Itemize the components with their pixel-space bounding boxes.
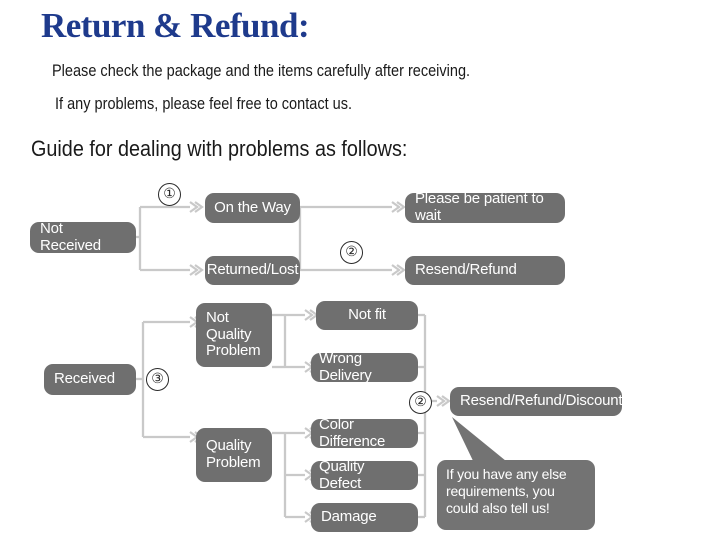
step-marker-2-top: ② <box>340 241 363 264</box>
intro-line-1: Please check the package and the items c… <box>52 62 471 80</box>
node-label: Returned/Lost <box>206 261 299 279</box>
step-marker-label: ① <box>163 187 176 202</box>
step-marker-2-bottom: ② <box>409 391 432 414</box>
node-color-difference[interactable]: Color Difference <box>311 415 418 450</box>
step-marker-label: ③ <box>151 372 164 387</box>
node-label: Quality Defect <box>319 457 365 492</box>
node-please-be-patient-to-wait[interactable]: Please be patient to wait <box>405 190 565 224</box>
node-resend-refund[interactable]: Resend/Refund <box>405 256 565 285</box>
node-damage[interactable]: Damage <box>311 503 418 532</box>
node-label: Wrong Delivery <box>319 349 372 384</box>
step-marker-label: ② <box>345 245 358 260</box>
intro-line-2: If any problems, please feel free to con… <box>55 95 353 113</box>
guide-heading: Guide for dealing with problems as follo… <box>31 136 408 161</box>
node-label: Color Difference <box>319 415 386 450</box>
node-not-received[interactable]: Not Received <box>30 219 136 254</box>
node-not-fit[interactable]: Not fit <box>316 301 418 330</box>
node-label: Received <box>54 370 115 388</box>
callout-bubble: If you have any else requirements, you c… <box>437 460 595 530</box>
node-quality-problem[interactable]: Quality Problem <box>196 428 272 482</box>
node-label: Please be patient to wait <box>415 190 544 224</box>
node-label: Not Quality Problem <box>206 308 261 360</box>
step-marker-3: ③ <box>146 368 169 391</box>
node-on-the-way[interactable]: On the Way <box>205 193 300 223</box>
page-title: Return & Refund: <box>41 6 310 45</box>
node-not-quality-problem[interactable]: Not Quality Problem <box>196 303 272 367</box>
node-wrong-delivery[interactable]: Wrong Delivery <box>311 349 418 384</box>
step-marker-1: ① <box>158 183 181 206</box>
step-marker-label: ② <box>414 395 427 410</box>
node-label: Resend/Refund <box>415 261 517 279</box>
node-label: Resend/Refund/Discount <box>460 392 623 410</box>
node-label: Not fit <box>348 306 386 324</box>
node-resend-refund-discount[interactable]: Resend/Refund/Discount <box>450 387 623 416</box>
node-received[interactable]: Received <box>44 364 136 395</box>
node-label: On the Way <box>214 198 291 216</box>
callout-text: If you have any else requirements, you c… <box>446 466 567 517</box>
node-label: Damage <box>321 508 377 526</box>
node-quality-defect[interactable]: Quality Defect <box>311 457 418 492</box>
node-returned-lost[interactable]: Returned/Lost <box>205 256 300 285</box>
node-label: Quality Problem <box>206 437 261 471</box>
node-label: Not Received <box>40 219 101 254</box>
callout-tail <box>452 417 506 467</box>
